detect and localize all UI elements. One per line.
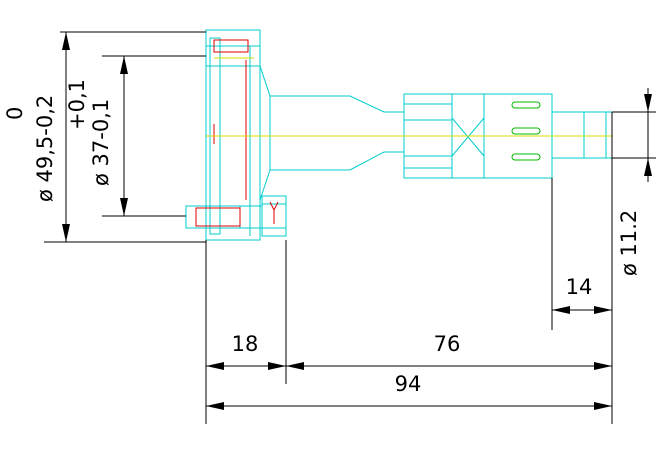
dim-14 [552,306,612,314]
dim-dia-49-5 [62,32,70,242]
slot-marks [511,101,541,161]
dim-76 [286,362,612,370]
dim-14-label: 14 [566,275,593,299]
hidden-lines [195,39,279,227]
dim-dia-49-5-label: ø 49,5-0,2 [33,95,57,202]
extension-lines [44,31,656,424]
dim-dia-11-2 [644,88,652,182]
dim-dia-11-2-label: ø 11.2 [617,210,641,276]
dim-94-label: 94 [395,372,422,396]
dim-76-label: 76 [434,332,461,356]
dim-dia-37-label: ø 37-0,1 [89,99,113,186]
dim-94 [206,402,612,410]
dim-18 [206,362,286,370]
dim-dia-37-upper-label: +0,1 [65,79,89,130]
dim-18-label: 18 [232,332,259,356]
part-outline [185,29,613,241]
dim-dia-49-5-upper-label: 0 [3,107,27,120]
dim-dia-37 [120,56,128,216]
